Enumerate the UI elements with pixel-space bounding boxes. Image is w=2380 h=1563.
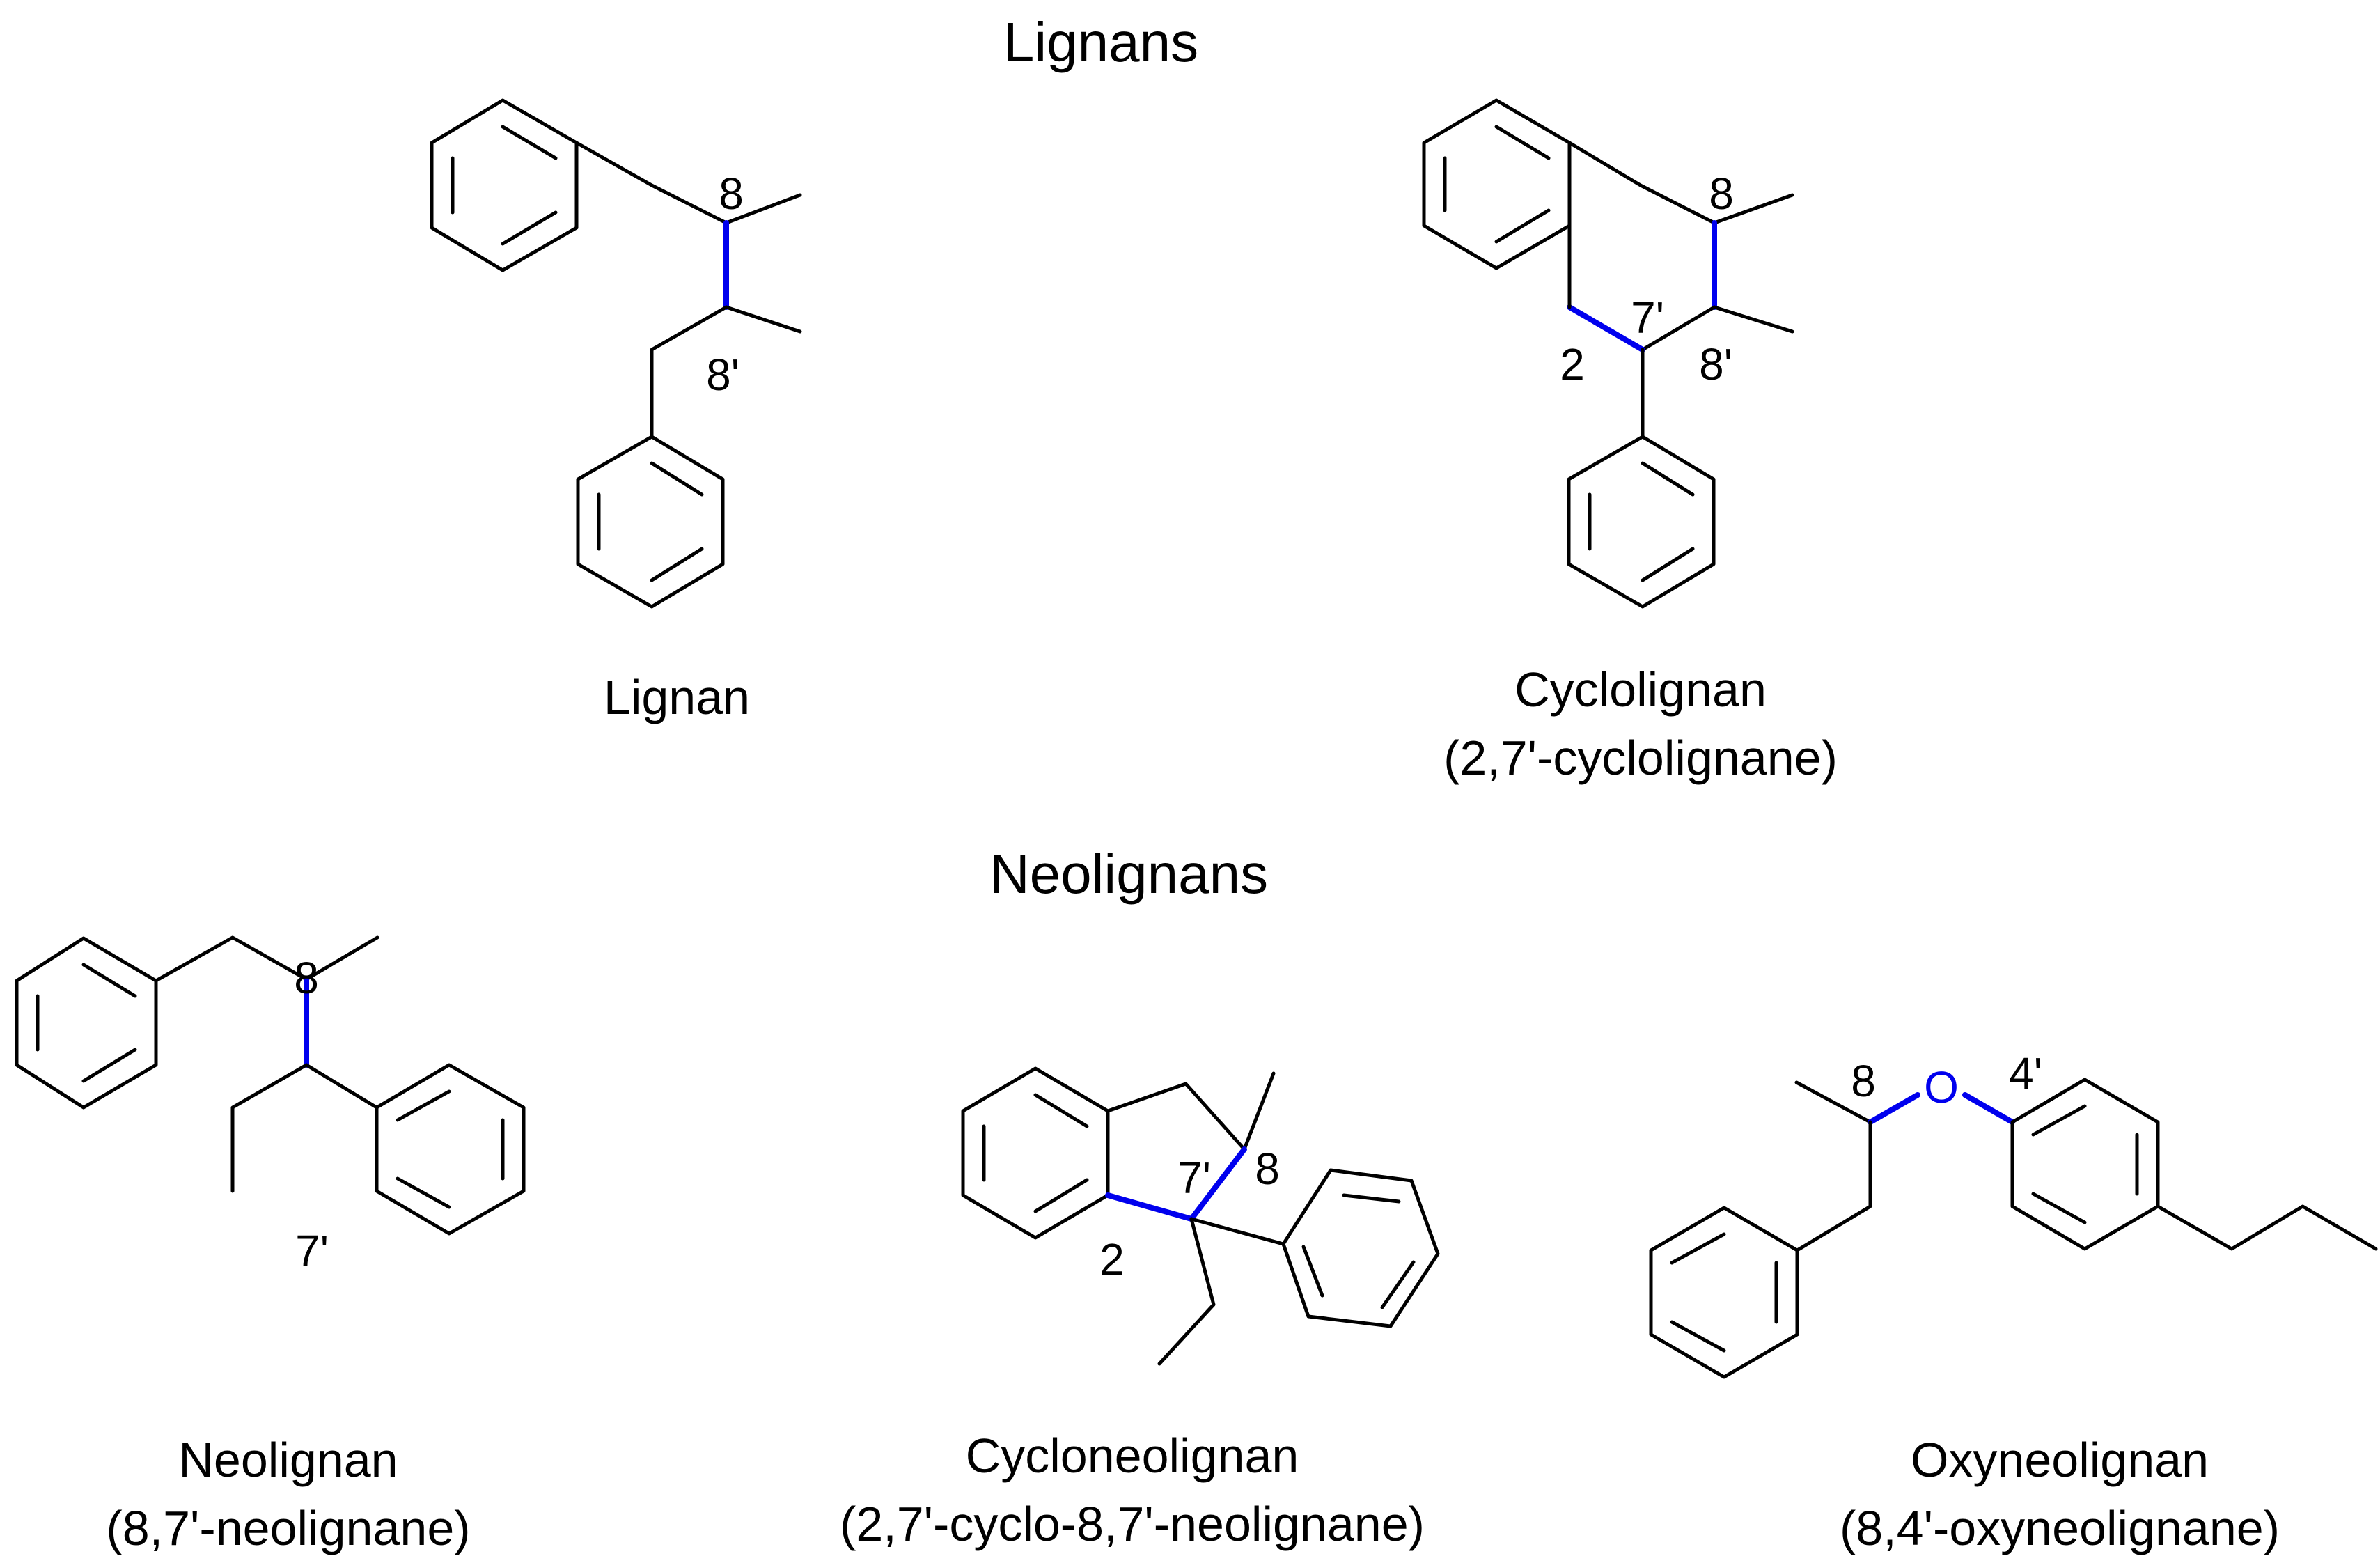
caption-neolignan-systematic: (8,7'-neolignane) — [106, 1501, 470, 1555]
bond-methyl — [304, 935, 379, 981]
bond-chain — [1795, 1120, 1872, 1252]
bond-methyl — [1712, 305, 1794, 334]
atom-label-8: 8 — [1709, 169, 1734, 219]
atom-label-4prime: 4' — [2009, 1048, 2042, 1098]
caption-neolignan: Neolignan — [178, 1433, 398, 1487]
benzene-ring — [961, 1066, 1110, 1240]
atom-label-8: 8 — [294, 953, 319, 1003]
bond-methyl — [724, 305, 802, 334]
atom-label-8: 8 — [1851, 1056, 1876, 1106]
atom-label-8: 8 — [1255, 1144, 1280, 1194]
atom-label-8prime: 8' — [706, 350, 739, 400]
caption-oxyneolignan-systematic: (8,4'-oxyneolignane) — [1840, 1501, 2280, 1555]
caption-cycloneolignan-systematic: (2,7'-cyclo-8,7'-neolignane) — [840, 1497, 1425, 1551]
benzene-ring — [2010, 1078, 2160, 1251]
benzene-ring — [15, 936, 158, 1110]
bond-ethyl — [1157, 1217, 1216, 1366]
atom-label-2: 2 — [1099, 1234, 1125, 1284]
bond-methyl — [1794, 1080, 1872, 1124]
bond-chain — [1189, 1217, 1285, 1246]
atom-oxygen: O — [1924, 1062, 1959, 1112]
heading-neolignans: Neolignans — [989, 843, 1268, 905]
atom-label-7prime: 7' — [1177, 1153, 1211, 1203]
bond-8-7prime-highlight — [1189, 1146, 1247, 1222]
caption-lignan: Lignan — [604, 670, 750, 724]
caption-oxyneolignan: Oxyneolignan — [1911, 1433, 2209, 1487]
benzene-ring — [1281, 1168, 1440, 1328]
bond-ring — [1641, 305, 1716, 352]
atom-label-2: 2 — [1560, 339, 1585, 389]
bond-methyl — [1242, 1071, 1276, 1151]
atom-label-7prime: 7' — [295, 1226, 329, 1276]
heading-lignans: Lignans — [1003, 11, 1198, 73]
bond-2-7prime-highlight — [1105, 1192, 1194, 1222]
benzene-ring — [375, 1063, 526, 1236]
atom-label-8: 8 — [719, 169, 744, 219]
structure-cycloneolignan: 7' 8 2 Cycloneolignan (2,7'-cyclo-8,7'-n… — [840, 1066, 1440, 1551]
bond-o-4prime-highlight — [1962, 1092, 2015, 1125]
structure-cyclolignan: 8 7' 2 8' Cyclolignan (2,7'-cyclolignane… — [1422, 98, 1838, 785]
structure-lignan: 8 8' Lignan — [430, 98, 802, 724]
benzene-ring — [1422, 98, 1572, 270]
structure-oxyneolignan: O 8 4' Oxyneolignan (8,4'-oxyneolignane) — [1649, 1048, 2378, 1555]
bond-methyl — [724, 193, 802, 225]
bond-8-o-highlight — [1868, 1092, 1920, 1125]
bond-methyl — [1712, 193, 1794, 225]
benzene-ring — [430, 98, 579, 272]
bond-2-7prime-highlight — [1567, 304, 1645, 352]
bond-chain — [574, 141, 728, 225]
benzene-ring — [1567, 435, 1716, 609]
benzene-ring — [576, 435, 725, 609]
atom-label-7prime: 7' — [1631, 293, 1664, 343]
caption-cyclolignan: Cyclolignan — [1514, 662, 1767, 717]
atom-label-8prime: 8' — [1699, 339, 1732, 389]
structure-neolignan: 8 7' Neolignan (8,7'-neolignane) — [15, 935, 526, 1555]
bond-propyl — [2156, 1204, 2378, 1251]
bond-chain — [304, 1063, 379, 1110]
benzene-ring — [1649, 1206, 1799, 1379]
caption-cyclolignan-systematic: (2,7'-cyclolignane) — [1443, 731, 1838, 785]
bond-chain — [1567, 141, 1716, 225]
bond-chain — [650, 305, 728, 439]
bond-chain — [154, 935, 308, 983]
bond-ring — [1106, 1082, 1246, 1151]
bond-ethyl — [230, 1063, 308, 1193]
caption-cycloneolignan: Cycloneolignan — [966, 1429, 1299, 1483]
